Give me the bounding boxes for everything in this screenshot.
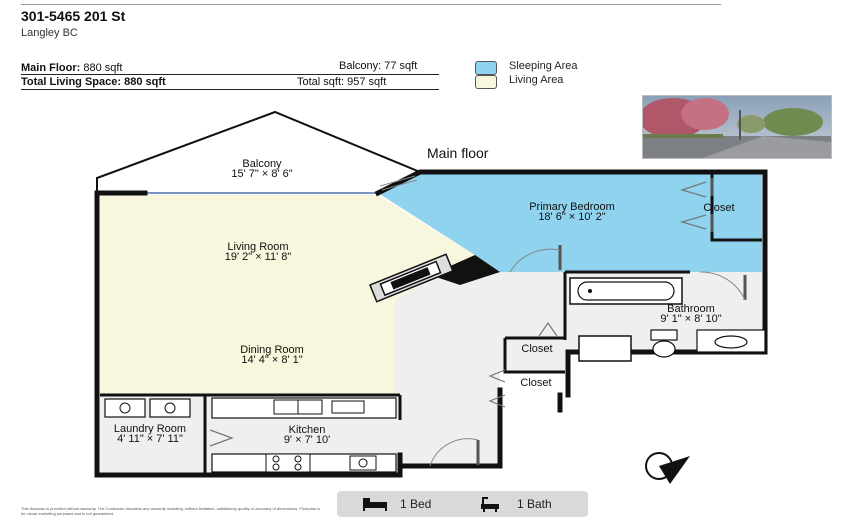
legend-swatch-sleeping [475,61,497,75]
total-sqft: Total sqft: 957 sqft [297,76,387,88]
compass-icon [645,452,690,484]
legend-label-living: Living Area [509,74,564,86]
shower [578,335,632,362]
room-dims-laundry: 4' 11" × 7' 11" [117,433,183,445]
bath-sink [696,329,766,353]
room-name-living: Living Room [227,241,289,253]
door-arcs [379,175,746,467]
closet-label-hall-1: Closet [521,343,553,355]
closet-doors [209,181,707,447]
room-dims-primary-bedroom: 18' 6" × 10' 2" [538,211,606,223]
bathtub [569,277,683,305]
room-dims-bathroom: 9' 1" × 8' 10" [660,313,722,325]
legend-label-sleeping: Sleeping Area [509,60,578,72]
house-photo [642,95,832,159]
header-divider-bottom [21,89,439,90]
room-name-primary-bedroom: Primary Bedroom [529,201,615,213]
kitchen-counter-top [211,397,397,419]
room-name-laundry: Laundry Room [113,423,187,435]
bed-icon [363,498,387,511]
balcony-outline [96,110,421,193]
washer-dryer [104,398,191,418]
kitchen-counter-bottom [211,453,397,473]
disclaimer: This floorplan is provided without warra… [21,506,321,516]
total-living-row: Total Living Space: 880 sqft [21,76,166,88]
room-dims-living: 19' 2" × 11' 8" [224,251,292,263]
bed-count: 1 Bed [400,497,432,511]
closet-label-hall-2: Closet [520,377,552,389]
bath-count: 1 Bath [517,497,552,511]
main-floor-value: 880 sqft [83,62,123,74]
hallway-floor [395,272,565,466]
total-living-label: Total Living Space: [21,76,122,88]
main-floor-label: Main Floor: [21,62,81,74]
header-divider [21,74,439,75]
main-floor-row: Main Floor: 880 sqft [21,62,122,74]
listing-address: 301-5465 201 St [21,8,126,24]
room-name-dining: Dining Room [240,344,304,356]
fireplace [369,253,454,303]
closet-label-bedroom: Closet [703,202,735,214]
top-divider [21,4,721,5]
room-name-bathroom: Bathroom [667,303,715,315]
legend-swatch-living [475,75,497,89]
balcony-sqft: Balcony: 77 sqft [339,60,418,72]
room-dims-balcony: 15' 7" × 8' 6" [231,168,293,180]
bath-icon [481,497,499,512]
dining-room-area [100,312,395,395]
walls [94,169,768,478]
primary-bedroom-area [378,172,762,272]
summary-bar: 1 Bed 1 Bath [337,491,588,517]
toilet [650,329,678,358]
room-name-balcony: Balcony [242,158,282,170]
room-dims-dining: 14' 4" × 8' 1" [241,354,303,366]
total-living-value: 880 sqft [124,76,166,88]
room-name-kitchen: Kitchen [288,424,326,436]
room-dims-kitchen: 9' × 7' 10' [283,434,331,446]
floor-title: Main floor [427,145,489,161]
fireplace-wall [430,255,500,285]
listing-city: Langley BC [21,27,78,39]
